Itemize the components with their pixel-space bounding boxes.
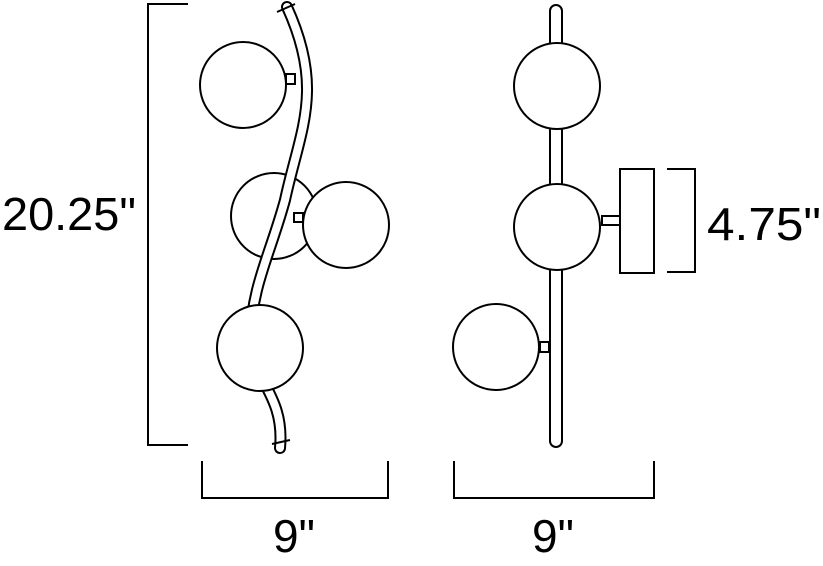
- side-width-bracket: [453, 461, 655, 499]
- front-width-bracket: [201, 461, 389, 499]
- front-globe-middle-right: [302, 181, 390, 269]
- front-globe-top: [199, 41, 287, 129]
- wall-plate: [619, 168, 655, 274]
- side-connector-plate: [601, 215, 621, 226]
- front-globe-bottom: [216, 304, 304, 392]
- side-width-label: 9": [532, 510, 574, 562]
- front-width-label: 9": [273, 510, 315, 562]
- side-globe-top: [513, 42, 601, 130]
- depth-bracket: [667, 168, 696, 273]
- front-connector-middle: [293, 212, 304, 223]
- side-connector-bottom: [539, 341, 550, 353]
- depth-label: 4.75": [707, 198, 821, 250]
- height-bracket: [147, 3, 188, 446]
- side-globe-bottom: [452, 303, 540, 391]
- side-view-fixture: [452, 4, 655, 448]
- height-label: 20.25": [2, 188, 136, 240]
- side-globe-middle: [513, 183, 601, 271]
- front-view-fixture: [199, 1, 390, 454]
- front-connector-top: [285, 73, 296, 85]
